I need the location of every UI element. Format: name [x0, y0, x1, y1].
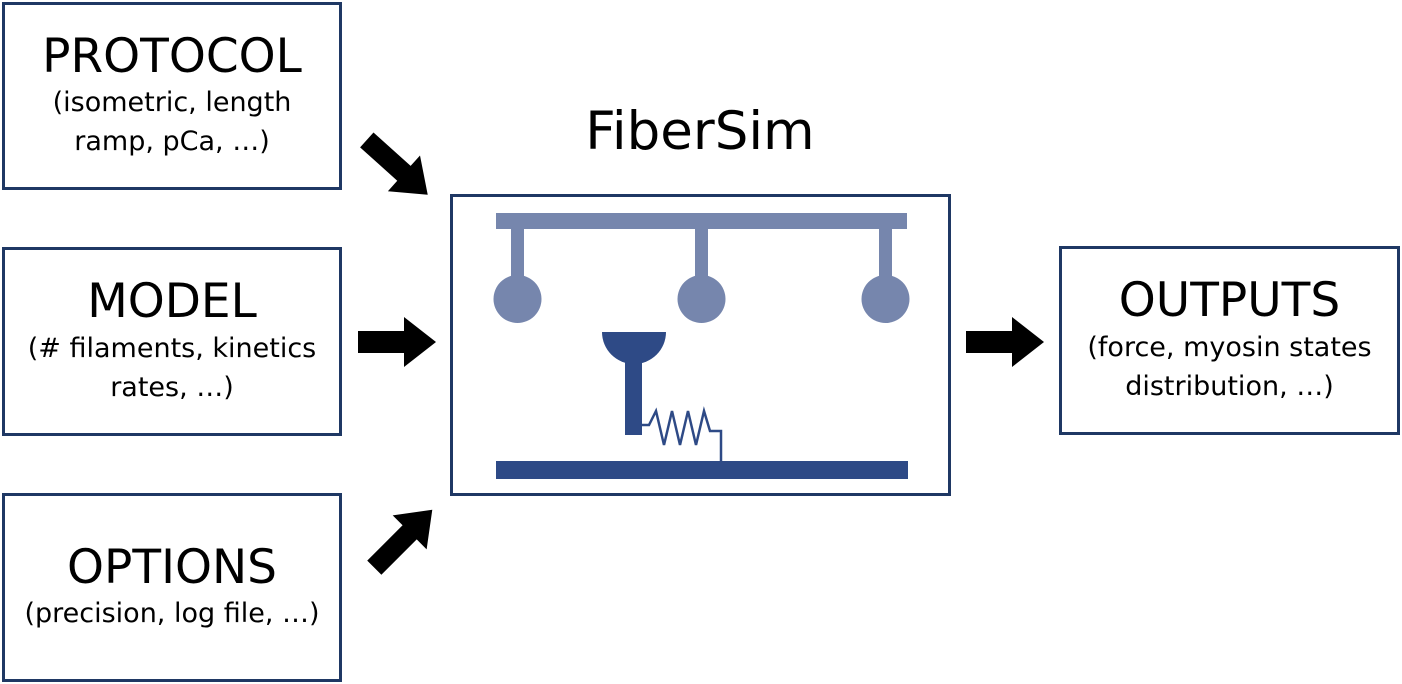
model-line-2: rates, …) [110, 371, 234, 403]
arrow-icon [358, 317, 436, 367]
model-line-1: (# filaments, kinetics [27, 332, 317, 364]
model-title: MODEL [87, 274, 257, 330]
thick-filament-icon [496, 461, 908, 479]
protocol-line-2: ramp, pCa, …) [74, 126, 270, 158]
protocol-box: PROTOCOL (isometric, length ramp, pCa, …… [2, 2, 342, 190]
sarcomere-illustration [493, 213, 910, 479]
actin-filament-icon [493, 213, 910, 323]
model-box: MODEL (# filaments, kinetics rates, …) [2, 247, 342, 436]
outputs-title: OUTPUTS [1118, 273, 1341, 329]
fibersim-title: FiberSim [585, 101, 815, 162]
protocol-line-1: (isometric, length [52, 87, 292, 119]
options-line-1: (precision, log file, …) [24, 598, 320, 630]
spring-icon [642, 406, 723, 461]
outputs-line-2: distribution, …) [1125, 370, 1334, 402]
fibersim-box [450, 194, 951, 496]
arrow-icon [367, 509, 433, 575]
options-box: OPTIONS (precision, log file, …) [2, 493, 342, 682]
outputs-box: OUTPUTS (force, myosin states distributi… [1059, 246, 1400, 435]
protocol-title: PROTOCOL [42, 28, 302, 84]
arrow-icon [966, 317, 1044, 367]
outputs-line-1: (force, myosin states [1087, 331, 1372, 363]
options-title: OPTIONS [67, 539, 277, 595]
arrow-icon [360, 132, 428, 195]
myosin-head-icon [602, 332, 666, 435]
